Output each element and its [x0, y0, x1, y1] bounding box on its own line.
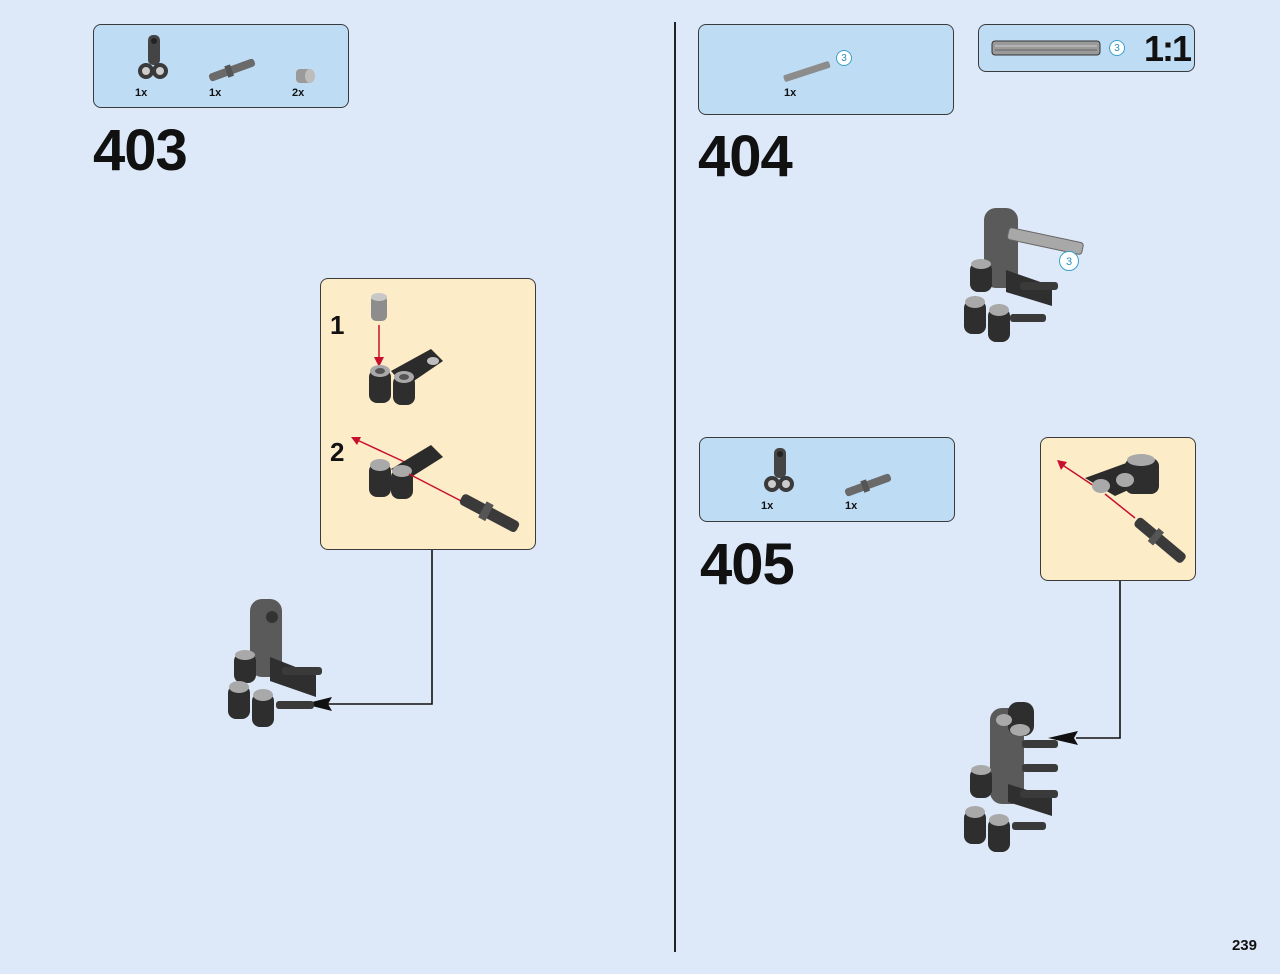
l-beam-part-icon	[138, 35, 168, 79]
part-qty: 2x	[292, 87, 305, 99]
subassembly-box-403: 1 2	[320, 278, 536, 550]
length-callout: 3	[1059, 251, 1079, 271]
callout-connector-403	[304, 550, 433, 711]
subassembly-405-illustration	[1057, 454, 1186, 563]
bush-part-icon	[296, 69, 315, 83]
parts-list-403: 1x 1x 2x	[93, 24, 349, 108]
subassembly-1-illustration	[369, 293, 443, 405]
step-number-403: 403	[93, 118, 188, 183]
axle-pin-part-icon	[208, 58, 256, 82]
part-qty: 1x	[135, 87, 148, 99]
substep-number-1: 1	[330, 310, 345, 340]
page-divider	[674, 22, 676, 952]
step-number-404: 404	[698, 124, 793, 189]
part-qty: 1x	[784, 87, 797, 99]
axle-scale-icon	[991, 40, 1101, 56]
callout-connector-405	[1048, 581, 1121, 745]
model-illustration-404	[964, 208, 1084, 342]
axle-part-icon	[783, 61, 831, 82]
scale-reference-box: 3 1:1	[978, 24, 1195, 72]
l-beam-part-icon	[764, 448, 794, 492]
part-qty: 1x	[761, 500, 774, 512]
part-qty: 1x	[845, 500, 858, 512]
page-number: 239	[1231, 937, 1257, 954]
parts-list-404: 3 1x	[698, 24, 954, 115]
length-callout: 3	[1109, 40, 1125, 56]
axle-pin-part-icon	[844, 473, 892, 497]
subassembly-box-405	[1040, 437, 1196, 581]
parts-list-405: 1x 1x	[699, 437, 955, 522]
model-illustration-405	[964, 702, 1058, 852]
model-illustration-403	[228, 599, 322, 727]
scale-label: 1:1	[1144, 28, 1192, 69]
part-qty: 1x	[209, 87, 222, 99]
step-number-405: 405	[700, 532, 795, 597]
substep-number-2: 2	[330, 437, 345, 467]
subassembly-2-illustration	[351, 437, 520, 533]
length-callout: 3	[836, 50, 852, 66]
